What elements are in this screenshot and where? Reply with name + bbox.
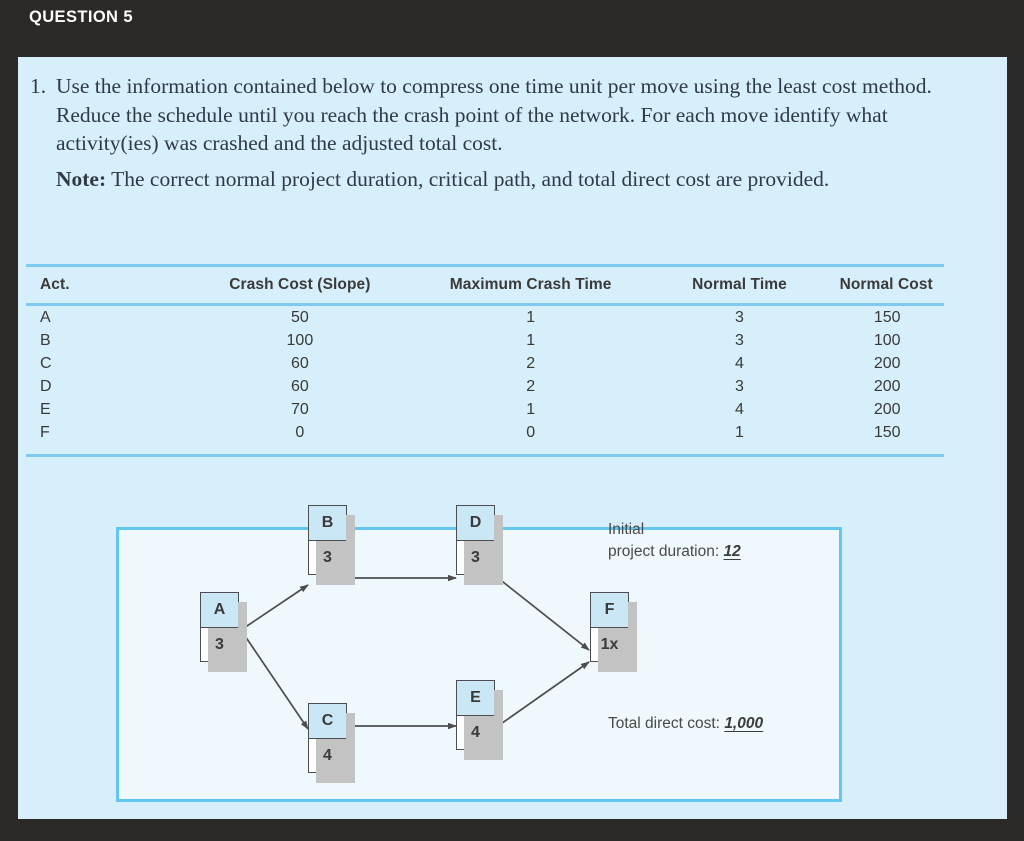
cell-crash-cost: 60 — [290, 354, 309, 372]
cell-normal-cost: 100 — [873, 331, 901, 349]
edge-a-c — [240, 629, 309, 730]
col-header-crash-cost: Crash Cost (Slope) — [229, 276, 371, 293]
cell-act: F — [40, 423, 50, 441]
node-duration: 3 — [215, 636, 224, 654]
cell-act: B — [40, 331, 51, 349]
cell-max-crash: 1 — [526, 308, 536, 326]
cell-normal-cost: 200 — [873, 400, 901, 418]
cell-normal-time: 4 — [735, 354, 744, 372]
cell-normal-cost: 150 — [873, 423, 901, 441]
network-arrows — [240, 574, 590, 730]
cell-crash-cost: 100 — [286, 331, 314, 349]
rule-line — [26, 454, 944, 457]
question-prompt: 1. Use the information contained below t… — [30, 72, 960, 193]
cell-normal-cost: 150 — [873, 308, 901, 326]
initial-duration-label: project duration: — [608, 543, 720, 560]
cell-normal-time: 3 — [735, 331, 744, 349]
node-duration: 4 — [471, 724, 480, 742]
cell-act: D — [40, 377, 52, 395]
total-direct-cost-annotation: Total direct cost: 1,000 — [608, 713, 763, 735]
cell-crash-cost: 0 — [295, 423, 305, 441]
network-diagram-panel: A 3 B 3 C 4 D 3 E 4 F 1x — [116, 505, 842, 802]
question-header-bar: QUESTION 5 — [0, 0, 1024, 57]
node-label: D — [457, 506, 494, 541]
col-header-normal-time: Normal Time — [692, 276, 787, 293]
cell-normal-cost: 200 — [873, 377, 901, 395]
total-direct-cost-label: Total direct cost: — [608, 715, 720, 732]
col-header-max-crash: Maximum Crash Time — [449, 276, 612, 293]
node-label: B — [309, 506, 346, 541]
cell-max-crash: 0 — [526, 423, 536, 441]
cell-act: E — [40, 400, 51, 418]
table-row: B 100 1 3 100 — [26, 329, 944, 352]
table-row: A 50 1 3 150 — [26, 306, 944, 329]
table-row: D 60 2 3 200 — [26, 375, 944, 398]
initial-duration-value[interactable]: 12 — [723, 543, 741, 560]
table-rule-bottom — [26, 444, 944, 457]
cell-normal-time: 3 — [735, 377, 744, 395]
initial-duration-annotation: Initial project duration: 12 — [608, 519, 741, 563]
cell-max-crash: 1 — [526, 400, 536, 418]
diagram-node-e[interactable]: E 4 — [456, 680, 503, 760]
cell-crash-cost: 50 — [290, 308, 309, 326]
total-direct-cost-value[interactable]: 1,000 — [724, 715, 764, 732]
table-row: E 70 1 4 200 — [26, 398, 944, 421]
diagram-node-a[interactable]: A 3 — [200, 592, 247, 672]
cell-max-crash: 1 — [526, 331, 536, 349]
col-header-normal-cost: Normal Cost — [839, 276, 933, 293]
diagram-node-c[interactable]: C 4 — [308, 703, 355, 783]
cell-normal-time: 4 — [735, 400, 744, 418]
table-header-row: Act. Crash Cost (Slope) Maximum Crash Ti… — [26, 267, 944, 303]
prompt-note-label: Note: — [56, 166, 107, 191]
node-label: F — [591, 593, 628, 628]
node-label: C — [309, 704, 346, 739]
edge-d-f — [497, 577, 590, 651]
table-rule-top — [26, 264, 944, 267]
diagram-node-b[interactable]: B 3 — [308, 505, 355, 585]
edge-a-b — [240, 584, 309, 631]
prompt-note: Note: The correct normal project duratio… — [30, 165, 960, 194]
prompt-note-text: The correct normal project duration, cri… — [106, 166, 830, 191]
initial-duration-line2-row: project duration: 12 — [608, 541, 741, 563]
rule-line — [26, 264, 944, 267]
node-duration: 4 — [323, 747, 332, 765]
edge-e-f — [497, 661, 590, 727]
question-title: QUESTION 5 — [29, 8, 133, 26]
node-duration: 1x — [600, 636, 619, 654]
initial-duration-line1: Initial — [608, 521, 645, 538]
cell-normal-time: 1 — [735, 423, 744, 441]
node-label: A — [201, 593, 238, 628]
prompt-main-row: 1. Use the information contained below t… — [30, 72, 960, 158]
rule-line — [26, 303, 944, 306]
node-label: E — [457, 681, 494, 716]
table-rule-header — [26, 303, 944, 306]
crash-data-table: Act. Crash Cost (Slope) Maximum Crash Ti… — [26, 264, 944, 457]
table-row: C 60 2 4 200 — [26, 352, 944, 375]
cell-crash-cost: 70 — [290, 400, 309, 418]
cell-act: A — [40, 308, 51, 326]
col-header-act: Act. — [40, 276, 70, 293]
cell-crash-cost: 60 — [290, 377, 309, 395]
question-content-panel: 1. Use the information contained below t… — [18, 57, 1007, 819]
cell-max-crash: 2 — [526, 377, 536, 395]
cell-normal-time: 3 — [735, 308, 744, 326]
diagram-node-d[interactable]: D 3 — [456, 505, 503, 585]
cell-max-crash: 2 — [526, 354, 536, 372]
node-duration: 3 — [471, 549, 480, 567]
cell-normal-cost: 200 — [873, 354, 901, 372]
table-row: F 0 0 1 150 — [26, 421, 944, 444]
prompt-number: 1. — [30, 74, 47, 98]
cell-act: C — [40, 354, 52, 372]
prompt-body-text: Use the information contained below to c… — [56, 74, 932, 155]
diagram-node-f[interactable]: F 1x — [590, 592, 637, 672]
node-duration: 3 — [323, 549, 332, 567]
